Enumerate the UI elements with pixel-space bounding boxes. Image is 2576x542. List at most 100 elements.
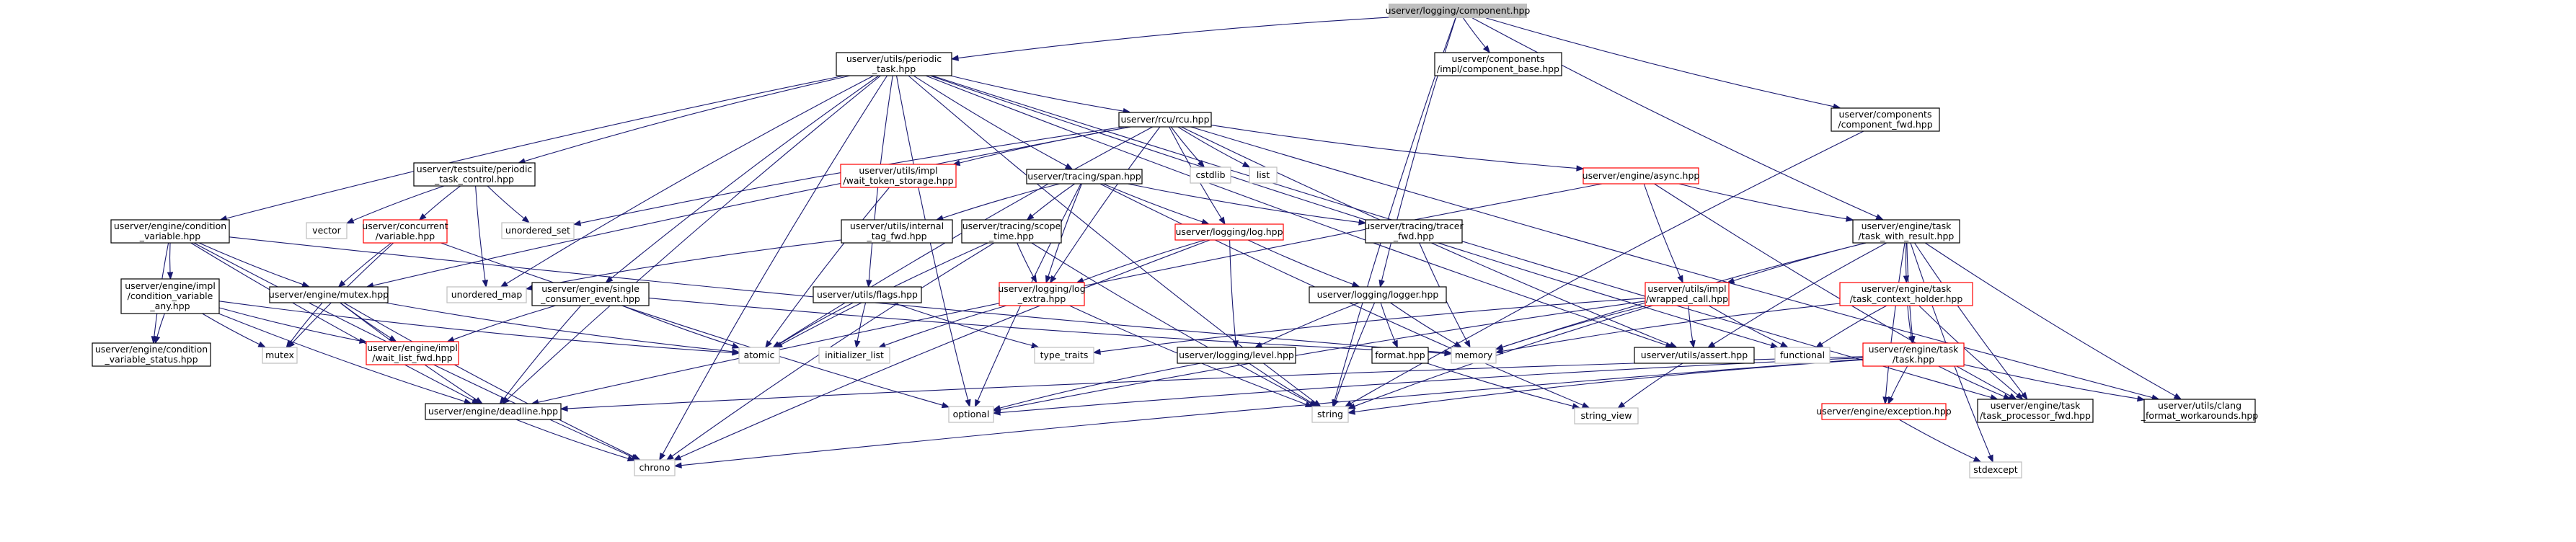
node-log[interactable]: userver/logging/log.hpp bbox=[1174, 223, 1284, 241]
node-wait-token-storage[interactable]: userver/utils/impl/wait_token_storage.hp… bbox=[840, 164, 957, 188]
edge-line bbox=[1053, 126, 1161, 277]
edge-line bbox=[1102, 183, 1203, 223]
edge-line bbox=[1938, 365, 2005, 397]
edge-line bbox=[1017, 242, 1034, 277]
node-label: userver/logging/log.hpp bbox=[1175, 226, 1283, 237]
node-cv-status[interactable]: userver/engine/condition_variable_status… bbox=[92, 342, 211, 367]
node-log-extra[interactable]: userver/logging/log_extra.hpp bbox=[998, 282, 1086, 306]
node-label: string_view bbox=[1581, 410, 1632, 421]
node-task-processor-fwd[interactable]: userver/engine/task/task_processor_fwd.h… bbox=[1977, 399, 2094, 423]
node-box bbox=[366, 341, 459, 365]
node-logger[interactable]: userver/logging/logger.hpp bbox=[1309, 286, 1447, 303]
node-rcu[interactable]: userver/rcu/rcu.hpp bbox=[1118, 112, 1212, 128]
node-mutex-hpp[interactable]: userver/engine/mutex.hpp bbox=[269, 286, 389, 303]
edge-line bbox=[373, 126, 1131, 286]
node-box bbox=[2143, 399, 2256, 423]
node-task-hpp[interactable]: userver/engine/task/task.hpp bbox=[1862, 342, 1965, 367]
node-label: userver/engine/task bbox=[1862, 283, 1952, 294]
edge-line bbox=[1032, 183, 1076, 217]
edge-task_hpp-to-deadline bbox=[559, 356, 1864, 412]
node-label: userver/tracing/span.hpp bbox=[1027, 171, 1141, 182]
node-label: userver/utils/flags.hpp bbox=[817, 289, 918, 300]
edge-task_context_holder-to-task_processor_fwd bbox=[1918, 305, 2024, 400]
edge-rcu-to-list bbox=[1177, 126, 1251, 168]
node-label: memory bbox=[1455, 350, 1493, 360]
edge-span-to-internal_tag_fwd bbox=[935, 183, 1060, 221]
edge-arrowhead bbox=[1707, 341, 1716, 349]
node-flags[interactable]: userver/utils/flags.hpp bbox=[813, 286, 922, 303]
edge-line bbox=[957, 17, 1389, 59]
node-box bbox=[1977, 399, 2094, 423]
node-clang-format[interactable]: userver/utils/clang_format_workarounds.h… bbox=[2141, 399, 2259, 423]
node-internal-tag-fwd[interactable]: userver/utils/internal_tag_fwd.hpp bbox=[841, 219, 953, 244]
node-unordered-set: unordered_set bbox=[501, 222, 575, 239]
node-box bbox=[1371, 347, 1429, 364]
node-periodic-task[interactable]: userver/utils/periodic_task.hpp bbox=[836, 52, 952, 76]
edge-wrapped_call-to-memory bbox=[1495, 305, 1647, 350]
edge-logger-to-format bbox=[1380, 302, 1398, 349]
edge-arrowhead bbox=[1241, 161, 1251, 168]
edge-line bbox=[226, 75, 844, 219]
node-label: string bbox=[1317, 409, 1343, 419]
node-cv-any[interactable]: userver/engine/impl/condition_variable_a… bbox=[120, 278, 220, 314]
node-format[interactable]: format.hpp bbox=[1371, 347, 1429, 364]
edge-arrowhead bbox=[673, 462, 682, 468]
node-task-context-holder[interactable]: userver/engine/task/task_context_holder.… bbox=[1839, 282, 1973, 306]
node-task-with-result[interactable]: userver/engine/task/task_with_result.hpp bbox=[1852, 219, 1960, 244]
edge-line bbox=[1190, 126, 2153, 399]
edge-arrowhead bbox=[559, 405, 568, 412]
edge-line bbox=[893, 302, 1032, 346]
node-condition-variable[interactable]: userver/engine/condition_variable.hpp bbox=[110, 219, 230, 244]
edge-line bbox=[1885, 242, 1906, 398]
edge-arrowhead bbox=[2020, 391, 2028, 400]
node-label: userver/engine/async.hpp bbox=[1583, 170, 1700, 181]
edge-assert-to-string_view bbox=[1617, 363, 1683, 409]
edge-line bbox=[1502, 305, 1647, 348]
edge-line bbox=[1463, 17, 1486, 48]
edge-line bbox=[567, 356, 1864, 409]
edge-task_with_result-to-clang_format bbox=[1924, 242, 2182, 400]
node-scope-time[interactable]: userver/tracing/scope_time.hpp bbox=[961, 219, 1062, 244]
node-single-consumer-event[interactable]: userver/engine/single_consumer_event.hpp bbox=[531, 282, 650, 306]
node-exception[interactable]: userver/engine/exception.hpp bbox=[1816, 403, 1952, 420]
node-component-base[interactable]: userver/components/impl/component_base.h… bbox=[1434, 52, 1562, 76]
edge-arrowhead bbox=[1344, 400, 1353, 407]
edge-arrowhead bbox=[1378, 279, 1385, 288]
edge-line bbox=[1427, 363, 1574, 407]
edge-mutex_hpp-to-atomic bbox=[385, 302, 740, 355]
edge-arrowhead bbox=[665, 453, 674, 461]
edge-arrowhead bbox=[627, 456, 636, 462]
edge-arrowhead bbox=[1347, 403, 1356, 409]
node-span[interactable]: userver/tracing/span.hpp bbox=[1026, 169, 1143, 185]
node-label: functional bbox=[1780, 350, 1825, 360]
edge-line bbox=[1713, 242, 1887, 345]
edge-line bbox=[1907, 305, 1912, 337]
edge-arrowhead bbox=[1973, 456, 1982, 463]
node-deadline[interactable]: userver/engine/deadline.hpp bbox=[425, 403, 562, 420]
edge-arrowhead bbox=[764, 339, 772, 349]
node-assert[interactable]: userver/utils/assert.hpp bbox=[1634, 347, 1755, 364]
edge-periodic_task_control-to-unordered_map bbox=[475, 185, 489, 288]
node-box bbox=[1174, 223, 1284, 241]
node-tracer-fwd[interactable]: userver/tracing/tracer_fwd.hpp bbox=[1364, 219, 1464, 244]
edge-line bbox=[342, 242, 392, 283]
node-component-fwd[interactable]: userver/components/component_fwd.hpp bbox=[1831, 107, 1940, 132]
node-level[interactable]: userver/logging/level.hpp bbox=[1177, 347, 1296, 364]
node-label: userver/logging/logger.hpp bbox=[1317, 289, 1439, 300]
node-functional: functional bbox=[1774, 347, 1831, 364]
edge-deadline-to-chrono bbox=[515, 419, 636, 462]
node-wait-list-fwd[interactable]: userver/engine/impl/wait_list_fwd.hpp bbox=[366, 341, 459, 365]
edge-arrowhead bbox=[1689, 339, 1696, 349]
node-periodic-task-control[interactable]: userver/testsuite/periodic_task_control.… bbox=[413, 162, 536, 187]
edge-arrowhead bbox=[482, 280, 489, 288]
edge-line bbox=[1247, 239, 1353, 285]
node-concurrent-variable[interactable]: userver/concurrent/variable.hpp bbox=[362, 219, 448, 244]
node-type-traits: type_traits bbox=[1034, 347, 1094, 364]
edge-line bbox=[1472, 17, 1877, 218]
node-wrapped-call[interactable]: userver/utils/impl/wrapped_call.hpp bbox=[1645, 282, 1730, 306]
edge-component-to-component_base bbox=[1463, 17, 1491, 53]
edge-arrowhead bbox=[659, 452, 666, 461]
node-component[interactable]: userver/logging/component.hpp bbox=[1386, 4, 1531, 18]
node-async[interactable]: userver/engine/async.hpp bbox=[1583, 167, 1700, 185]
node-label: _variable_status.hpp bbox=[104, 354, 198, 365]
